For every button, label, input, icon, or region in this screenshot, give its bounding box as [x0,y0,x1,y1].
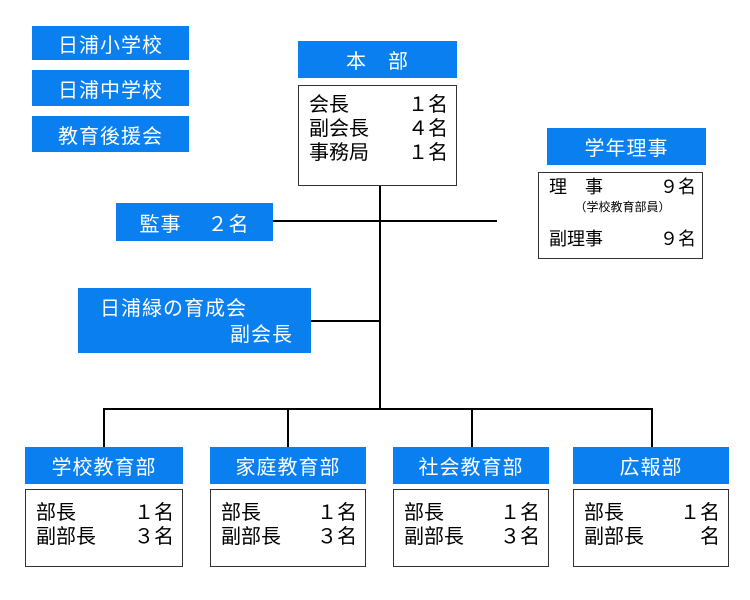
role-label: 事務局 [309,140,369,164]
ikuseikai-name: 日浦緑の育成会 [100,295,247,320]
dept-row: 部長 １名 [404,500,540,524]
gakunen-title: 学年理事 [547,128,706,165]
connector-auditor [273,220,497,222]
role-label: 副部長 [404,524,464,548]
role-label: 部長 [404,500,444,524]
role-label: 副部長 [584,524,644,548]
riji-count: ９名 [660,177,696,198]
role-label: 部長 [36,500,76,524]
dept-box-school-education: 部長 １名 副部長 ３名 [25,489,183,567]
honbu-box: 会長 １名 副会長 ４名 事務局 １名 [298,85,457,186]
role-label: 部長 [221,500,261,524]
role-count: １名 [680,500,720,524]
role-count: ４名 [408,116,448,140]
riji-row: 理 事 ９名 [549,177,696,199]
fukuriji-count: ９名 [660,229,696,250]
honbu-title: 本 部 [298,41,457,78]
role-count: １名 [317,500,357,524]
dept-row: 副部長 ３名 [404,524,540,548]
connector-dept-3 [471,408,473,450]
gakunen-box: 理 事 ９名 （学校教育部員） 副理事 ９名 [538,172,703,259]
auditor-label: 監事 [139,211,182,236]
fukuriji-row: 副理事 ９名 [549,229,696,251]
label-hiura-junior-high: 日浦中学校 [32,70,189,106]
ikuseikai-role: 副会長 [230,321,293,346]
dept-box-social-education: 部長 １名 副部長 ３名 [393,489,549,567]
connector-dept-4 [651,408,653,450]
role-label: 会長 [309,92,349,116]
dept-row: 部長 １名 [36,500,174,524]
dept-row: 副部長 名 [584,524,720,548]
riji-note: （学校教育部員） [574,200,671,214]
role-count: ３名 [134,524,174,548]
dept-row: 部長 １名 [584,500,720,524]
role-count: １名 [408,92,448,116]
role-label: 副会長 [309,116,369,140]
connector-departments-horizontal [103,408,653,410]
dept-title-home-education: 家庭教育部 [210,447,366,484]
auditor-count: ２名 [207,211,250,236]
dept-row: 副部長 ３名 [221,524,357,548]
connector-dept-1 [103,408,105,450]
role-label: 副部長 [221,524,281,548]
dept-box-public-relations: 部長 １名 副部長 名 [573,489,729,567]
connector-main-vertical [379,186,381,409]
honbu-row: 会長 １名 [309,92,448,116]
dept-row: 副部長 ３名 [36,524,174,548]
role-count: 名 [700,524,720,548]
auditor-box: 監事 ２名 [116,203,273,241]
connector-dept-2 [287,408,289,450]
dept-title-public-relations: 広報部 [573,447,729,484]
ikuseikai-box: 日浦緑の育成会 副会長 [78,288,311,353]
dept-title-social-education: 社会教育部 [393,447,549,484]
connector-ikuseikai [311,320,381,322]
role-count: １名 [408,140,448,164]
honbu-row: 事務局 １名 [309,140,448,164]
label-education-support: 教育後援会 [32,116,189,152]
honbu-row: 副会長 ４名 [309,116,448,140]
riji-label: 理 事 [549,177,603,198]
role-count: ３名 [317,524,357,548]
fukuriji-label: 副理事 [549,229,603,250]
role-count: ３名 [500,524,540,548]
role-label: 部長 [584,500,624,524]
dept-title-school-education: 学校教育部 [25,447,183,484]
role-label: 副部長 [36,524,96,548]
label-hiura-elementary: 日浦小学校 [32,26,189,60]
dept-box-home-education: 部長 １名 副部長 ３名 [210,489,366,567]
role-count: １名 [134,500,174,524]
dept-row: 部長 １名 [221,500,357,524]
role-count: １名 [500,500,540,524]
